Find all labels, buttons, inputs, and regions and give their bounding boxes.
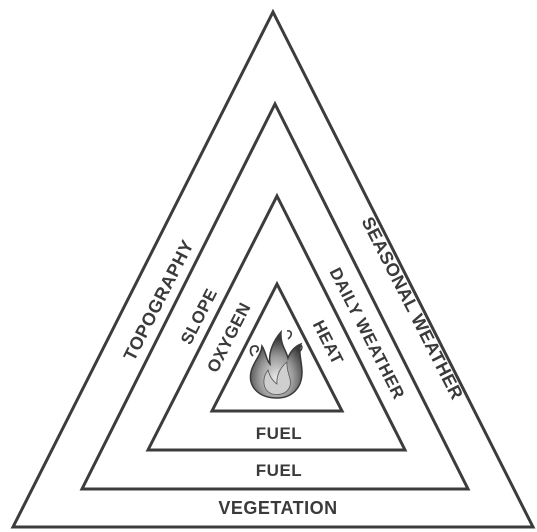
middle-fuel-label: FUEL xyxy=(256,461,302,480)
inner-fuel-label: FUEL xyxy=(256,424,302,443)
seasonal-weather-label: SEASONAL WEATHER xyxy=(358,214,468,403)
topography-label: TOPOGRAPHY xyxy=(120,237,198,364)
vegetation-label: VEGETATION xyxy=(218,498,337,518)
flame-icon xyxy=(250,331,302,398)
